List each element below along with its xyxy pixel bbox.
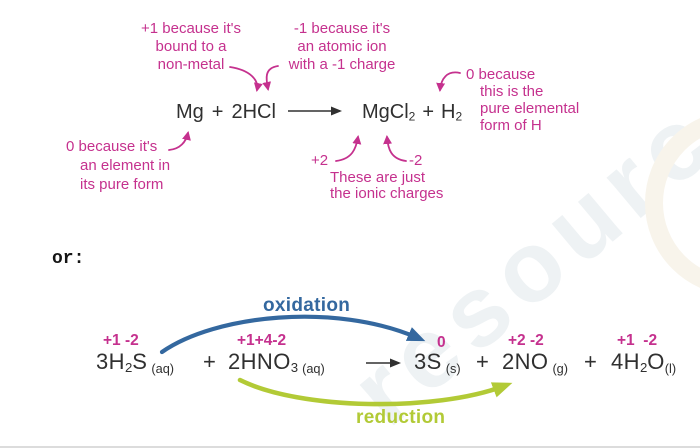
subscript: 2 xyxy=(455,109,463,124)
term-h2o: 4H2O(l) xyxy=(611,349,677,376)
state-label: (g) xyxy=(552,360,569,376)
state-label: (aq) xyxy=(302,360,325,376)
equation-top-left: Mg + 2HCl xyxy=(176,101,276,124)
charge-minus2: -2 xyxy=(409,152,423,169)
formula-mgcl2: MgCl2 xyxy=(362,101,416,124)
state-label: (aq) xyxy=(151,360,175,376)
formula-hcl: 2HCl xyxy=(231,101,276,123)
or-label: or: xyxy=(52,249,85,269)
arrow-minus2-to-mgcl2-icon xyxy=(383,135,407,162)
term-h2s: 3H2S(aq) xyxy=(96,349,175,376)
ox-number-no: +2 -2 xyxy=(508,332,544,349)
arrow-plus1-to-h-icon xyxy=(229,66,263,92)
term-hno3: 2HNO3(aq) xyxy=(228,349,325,376)
ox-number-hno3: +1+4-2 xyxy=(237,332,287,349)
state-label: (l) xyxy=(664,360,677,376)
reduction-label: reduction xyxy=(356,407,446,428)
arrow-minus1-to-cl-icon xyxy=(262,65,279,91)
ox-number-h2s: +1 -2 xyxy=(103,332,139,349)
arrow-plus2-to-mgcl2-icon xyxy=(335,135,362,162)
reduction-arrow-icon xyxy=(237,377,513,407)
arrow-zero-to-h2-icon xyxy=(436,71,461,92)
annotation-cl-minus1: -1 because it's an atomic ion with a -1 … xyxy=(288,20,396,73)
annotation-h-plus1: +1 because it's bound to a non-metal xyxy=(140,20,241,73)
subscript: 2 xyxy=(124,359,133,375)
subscript: 2 xyxy=(639,359,648,375)
annotation-mg-zero: 0 because it's an element in its pure fo… xyxy=(66,138,171,193)
ox-number-s: 0 xyxy=(437,334,446,351)
state-label: (s) xyxy=(445,360,461,376)
plus-sign: + xyxy=(203,349,217,374)
formula-h2: H2 xyxy=(441,101,463,124)
plus-sign: + xyxy=(584,349,598,374)
plus-sign: + xyxy=(211,101,224,123)
annotation-h2-zero: 0 because this is the pure elemental for… xyxy=(466,66,580,134)
formula-mg: Mg xyxy=(176,101,204,123)
arrow-zero-to-mg-icon xyxy=(168,131,191,151)
subscript: 3 xyxy=(290,359,299,375)
plus-sign: + xyxy=(476,349,490,374)
subscript: 2 xyxy=(408,109,416,124)
plus-sign: + xyxy=(422,101,435,123)
charge-plus2: +2 xyxy=(311,152,329,169)
equation-top-right: MgCl2 + H2 xyxy=(362,101,462,124)
annotation-ionic-charges: These are just the ionic charges xyxy=(330,169,444,202)
oxidation-label: oxidation xyxy=(263,295,351,316)
oxidation-arrow-icon xyxy=(159,314,426,355)
term-s: 3S(s) xyxy=(414,349,461,376)
ox-number-h2o: +1 -2 xyxy=(617,332,658,349)
term-no: 2NO(g) xyxy=(502,349,569,376)
